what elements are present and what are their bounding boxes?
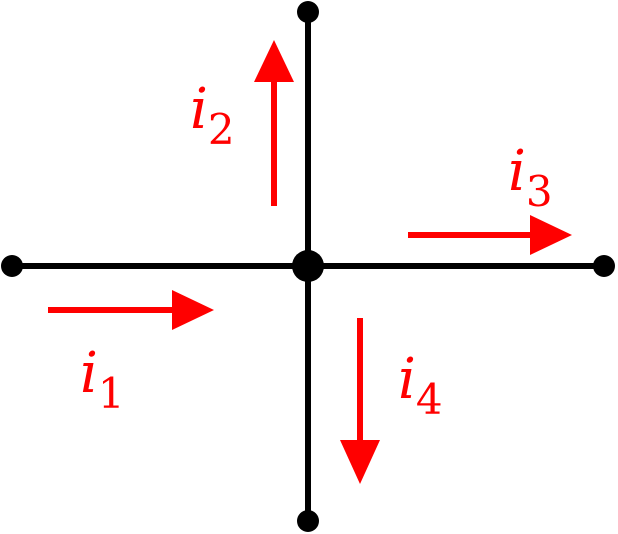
node-right (593, 255, 615, 277)
arrow-i4 (340, 318, 380, 484)
label-i1: i1 (80, 341, 125, 418)
node-left (1, 255, 23, 277)
arrow-i2 (254, 40, 294, 206)
label-i4: i4 (398, 347, 443, 424)
arrow-i3 (408, 215, 572, 255)
node-top (297, 1, 319, 23)
central-node (292, 250, 324, 282)
label-i2: i2 (190, 77, 235, 154)
label-i3: i3 (508, 139, 553, 216)
node-bottom (297, 510, 319, 532)
arrow-i1 (48, 290, 214, 330)
